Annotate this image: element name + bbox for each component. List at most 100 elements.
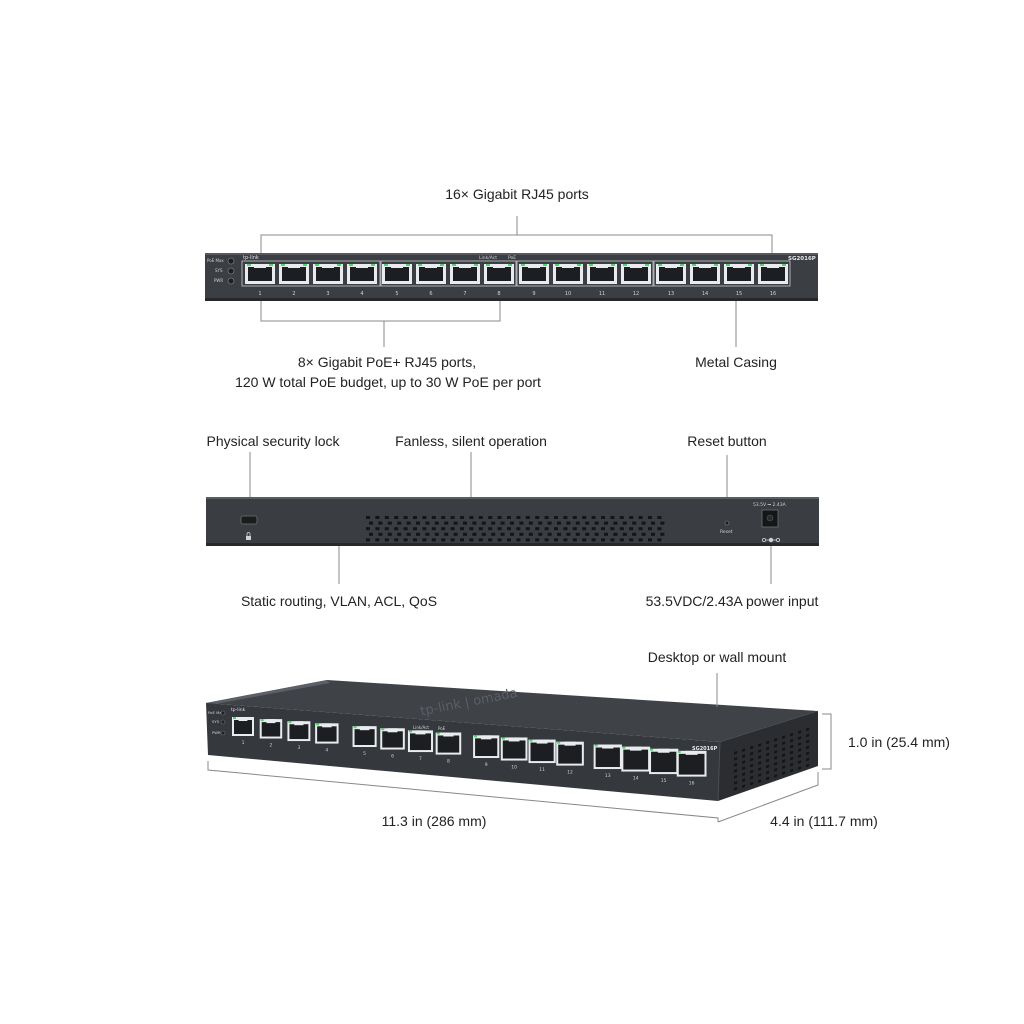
iso-led-label-pwr: PWR [212,730,221,735]
callout-security-lock: Physical security lock [206,433,340,449]
iso-vent-slot [782,735,786,740]
led-sys [227,267,235,275]
vent-slot [619,516,624,519]
rj45-port-7 [450,264,480,284]
port-number-3: 3 [326,291,329,297]
iso-vent-slot [782,753,786,758]
rj45-port-9 [519,264,549,284]
port-number-2: 2 [292,291,295,297]
iso-vent-slot [758,767,762,771]
vent-slot [554,538,558,542]
rj45-port-8 [484,264,514,284]
vent-slot [525,538,530,542]
iso-vent-slot [734,787,738,791]
iso-vent-slot [774,762,778,766]
iso-vent-slot [798,766,802,770]
vent-slot [629,527,634,531]
iso-vent-slot [806,745,810,750]
vent-slot [613,521,618,525]
rj45-port-1 [245,264,275,284]
vent-slot [434,521,439,525]
iso-vent-slot [758,749,762,753]
iso-brand-logo: tp-link [231,707,246,713]
led-label-pwr: PWR [214,278,223,283]
iso-port-number-14: 14 [633,776,639,782]
ventilation-grid [366,516,665,542]
iso-vent-slot [766,758,770,763]
port-number-12: 12 [633,291,639,297]
vent-slot [591,516,596,519]
iso-vent-slot [790,750,794,755]
vent-slot [660,521,665,525]
iso-vent-slot [750,757,754,762]
iso-rj45-port-15 [649,748,679,775]
iso-port-number-5: 5 [363,751,366,757]
vent-slot [519,521,524,525]
iso-vent-slot [750,781,754,786]
vent-slot [394,516,399,519]
vent-slot [585,521,590,525]
iso-vent-slot [774,756,778,760]
port-number-13: 13 [668,291,674,297]
vent-slot [394,527,399,531]
vent-slot [413,538,417,542]
vent-slot [516,538,521,542]
vent-slot [444,521,449,525]
iso-poe-label: PoE [438,726,446,731]
iso-vent-slot [742,766,746,771]
vent-slot [572,527,577,531]
iso-rj45-port-14 [621,746,651,772]
vent-slot [601,538,605,542]
vent-slot [648,516,652,519]
iso-vent-slot [750,751,754,756]
vent-slot [469,538,474,542]
vent-slot [525,527,530,531]
vent-slot [397,532,402,536]
vent-slot [406,532,411,536]
vent-slot [582,516,587,519]
iso-vent-slot [774,768,778,772]
vent-slot [422,527,427,531]
vent-slot [575,521,580,525]
port-number-10: 10 [565,291,571,297]
iso-rj45-port-2 [259,719,283,739]
vent-slot [535,538,540,542]
port-number-9: 9 [532,291,535,297]
vent-slot [472,532,477,536]
iso-rj45-port-11 [528,739,556,764]
iso-link-act-label: Link/Act [413,725,429,730]
iso-vent-slot [782,759,786,764]
callout-routing-features: Static routing, VLAN, ACL, QoS [240,593,438,609]
vent-slot [547,521,552,525]
iso-vent-slot [742,772,746,777]
iso-vent-slot [790,756,794,761]
vent-slot [478,538,483,542]
iso-ports [232,717,707,777]
vent-slot [594,532,599,536]
vent-slot [557,521,561,525]
vent-slot [469,527,474,531]
vent-slot [510,521,514,525]
security-lock-slot [240,515,258,525]
iso-rj45-port-9 [473,735,500,759]
vent-slot [375,538,380,542]
vent-slot [591,538,596,542]
vent-slot [460,538,464,542]
port-number-14: 14 [702,291,708,297]
vent-slot [397,521,402,525]
port-group-frames [241,260,791,287]
vent-slot [434,532,439,536]
vent-slot [403,516,408,519]
vent-slot [481,521,486,525]
iso-port-number-10: 10 [511,765,517,771]
vent-slot [378,521,383,525]
iso-vent-slot [766,746,770,751]
front-poe-label: PoE [508,255,516,261]
iso-vent-slot [734,781,738,785]
vent-slot [441,516,446,519]
vent-slot [510,532,514,536]
vent-slot [538,521,543,525]
